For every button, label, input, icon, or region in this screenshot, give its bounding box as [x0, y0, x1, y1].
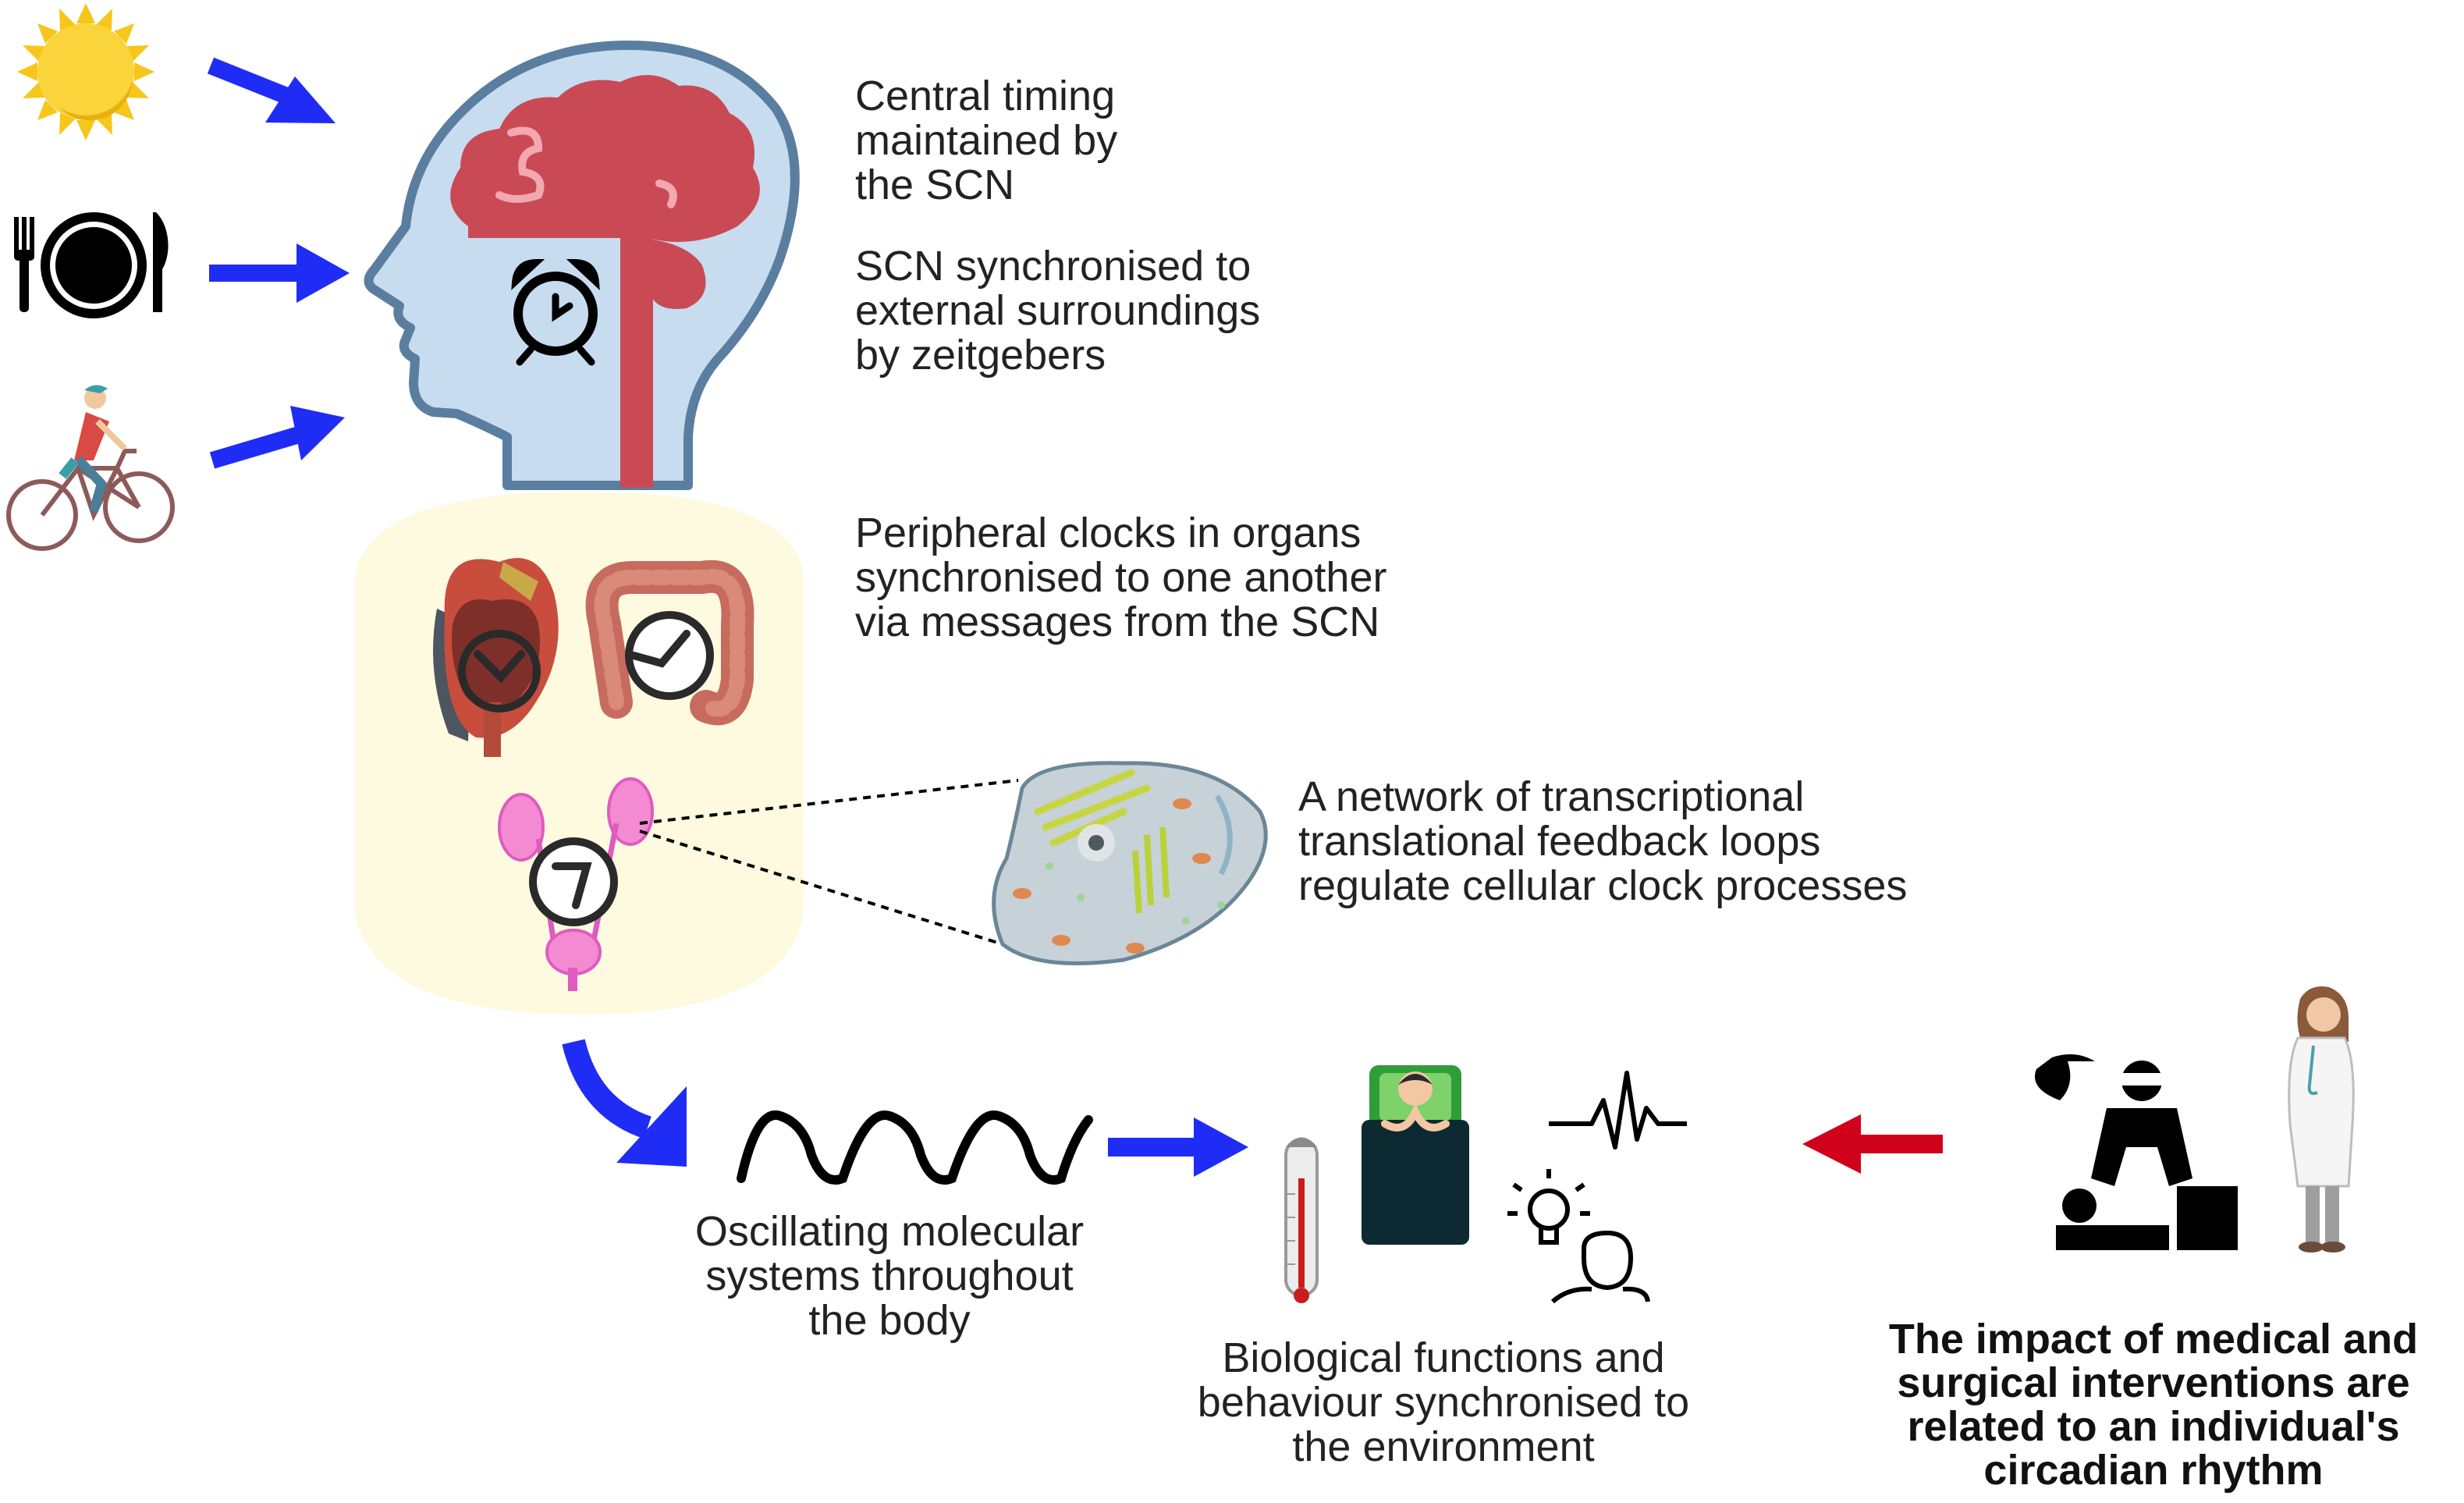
dashed-leader-lines — [639, 779, 1019, 946]
surgeon-icon — [2035, 1054, 2238, 1250]
label-scn-sync: SCN synchronised to external surrounding… — [855, 243, 1261, 378]
label-peripheral-clocks: Peripheral clocks in organs synchronised… — [855, 510, 1387, 645]
label-feedback-loops: A network of transcriptional translation… — [1298, 773, 1908, 909]
cyclist-icon — [6, 385, 175, 551]
heart-icon — [433, 558, 559, 757]
label-central-timing: Central timing maintained by the SCN — [855, 73, 1118, 208]
wave-icon — [737, 1110, 1093, 1185]
alarm-clock-icon — [511, 258, 600, 366]
intervention-arrow — [1802, 1114, 1943, 1174]
sleeping-person-icon — [1362, 1065, 1469, 1245]
label-impact: The impact of medical and surgical inter… — [1888, 1316, 2419, 1494]
thermometer-icon — [1284, 1137, 1319, 1303]
doctor-icon — [2288, 986, 2355, 1252]
zeitgeber-arrow-sun — [207, 57, 336, 123]
lightbulb-icon — [1507, 1169, 1590, 1245]
label-oscillating: Oscillating molecular systems throughout… — [694, 1208, 1085, 1344]
heartbeat-icon — [1549, 1071, 1687, 1149]
cell-icon — [992, 761, 1268, 965]
kidney-icon — [498, 777, 654, 991]
person-outline-icon — [1550, 1230, 1650, 1304]
zeitgeber-arrow-exercise — [209, 406, 345, 469]
arrow-to-biological — [1108, 1117, 1248, 1177]
intestine-icon — [585, 560, 754, 726]
sun-icon — [17, 3, 154, 140]
zeitgeber-arrow-food — [209, 243, 350, 303]
label-biological-functions: Biological functions and behaviour synch… — [1197, 1334, 1690, 1470]
plate-cutlery-icon — [14, 212, 169, 318]
curved-arrow-down — [562, 1039, 687, 1167]
